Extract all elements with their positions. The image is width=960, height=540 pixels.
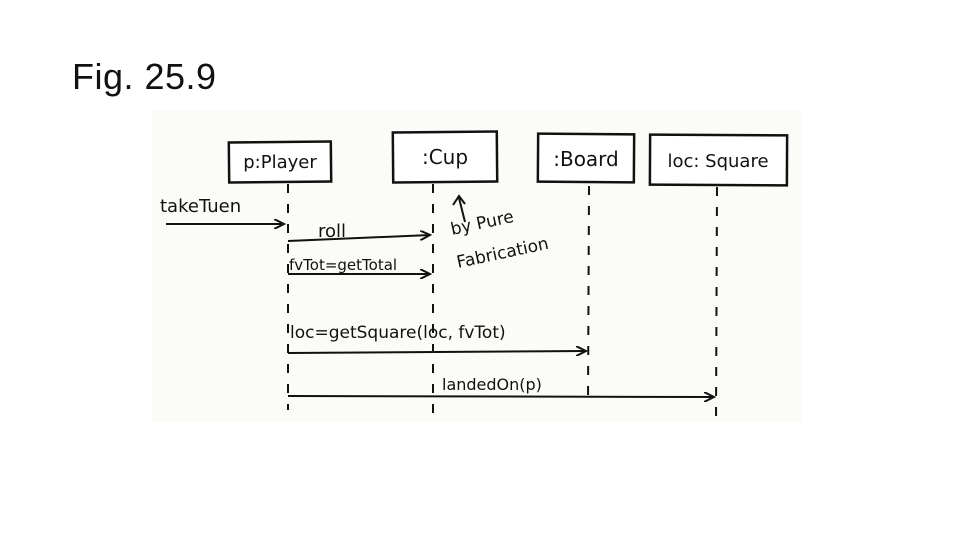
message-roll-label: roll	[318, 221, 346, 242]
message-take-turn: takeTuen	[160, 196, 284, 224]
message-roll-arrow	[287, 235, 430, 242]
message-roll: roll	[287, 221, 430, 242]
slide-title: Fig. 25.9	[72, 56, 217, 97]
lifeline-square-line	[715, 186, 718, 422]
lifeline-board: :Board	[536, 132, 636, 406]
lifeline-cup: :Cup	[391, 130, 499, 415]
lifeline-board-line	[587, 185, 590, 406]
sequence-diagram: p:Player :Cup :Board loc: Square takeTue…	[160, 130, 789, 422]
message-take-turn-label: takeTuen	[160, 196, 241, 217]
message-get-square-label: loc=getSquare(loc, fvTot)	[290, 323, 506, 343]
annotation-pure-fabrication: by Pure Fabrication	[449, 194, 551, 273]
lifeline-player-label: p:Player	[243, 152, 317, 173]
message-landed-on: landedOn(p)	[287, 375, 714, 397]
sequence-diagram-sketch: p:Player :Cup :Board loc: Square takeTue…	[152, 110, 802, 422]
message-get-total-label: fvTot=getTotal	[289, 256, 397, 274]
annotation-line1: by Pure	[449, 207, 516, 240]
annotation-line2: Fabrication	[455, 234, 551, 273]
annotation-arrow	[452, 194, 466, 223]
message-get-total: fvTot=getTotal	[288, 256, 430, 274]
message-landed-on-label: landedOn(p)	[442, 375, 542, 394]
lifeline-player: p:Player	[227, 140, 333, 410]
message-get-square: loc=getSquare(loc, fvTot)	[287, 323, 586, 353]
lifeline-board-label: :Board	[553, 147, 619, 171]
lifeline-cup-label: :Cup	[422, 145, 468, 169]
lifeline-square: loc: Square	[648, 133, 789, 422]
message-landed-on-arrow	[287, 396, 714, 397]
lifeline-square-label: loc: Square	[667, 151, 768, 172]
message-get-square-arrow	[287, 351, 586, 353]
